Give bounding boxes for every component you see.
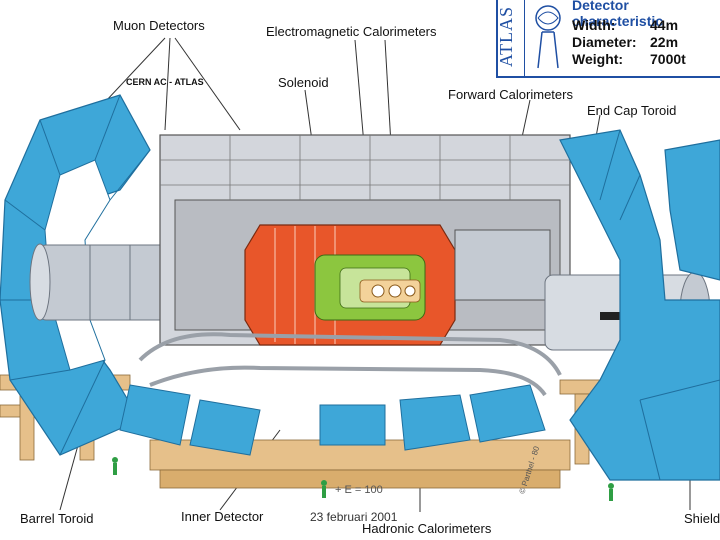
label-end-cap-toroid: End Cap Toroid [587,103,677,118]
atlas-logo: ATLAS [496,0,525,76]
date-overlay: 23 februari 2001 [310,510,398,524]
muon-chambers-bottom [119,384,546,456]
label-inner-detector: Inner Detector [181,509,264,524]
label-hadronic-calorimeters: Hadronic Calorimeters [362,521,492,536]
label-em-calorimeters: Electromagnetic Calorimeters [266,24,437,39]
dc-label-weight: Weight: [572,51,624,67]
atlas-logo-text: ATLAS [496,5,517,68]
cern-credit: CERN AC - ATLAS [126,77,204,87]
dc-value-width: 44m [650,17,679,33]
dc-label-diameter: Diameter: [572,34,637,50]
forward-shield-left [29,243,171,321]
atlas-emblem-icon [535,5,561,69]
label-shielding: Shield [684,511,720,526]
label-barrel-toroid: Barrel Toroid [20,511,94,526]
muon-wheel-left [0,94,151,456]
toroid-coils [138,332,562,397]
detector-characteristics-title: Detector characteristic [572,0,664,29]
detector-characteristics-box: ATLAS Detector characteristic Width: 44m… [496,0,720,78]
inner-detector-core [359,279,421,303]
label-solenoid: Solenoid [278,75,329,90]
label-muon-detectors: Muon Detectors [113,18,205,33]
equation-overlay: + E = 100 [335,484,383,496]
dc-value-diameter: 22m [650,34,679,50]
dc-label-width: Width: [572,17,616,33]
muon-wheel-right [559,129,720,481]
dc-value-weight: 7000t [650,51,686,67]
scale-figures [112,457,614,501]
label-forward-calorimeters: Forward Calorimeters [448,87,573,102]
